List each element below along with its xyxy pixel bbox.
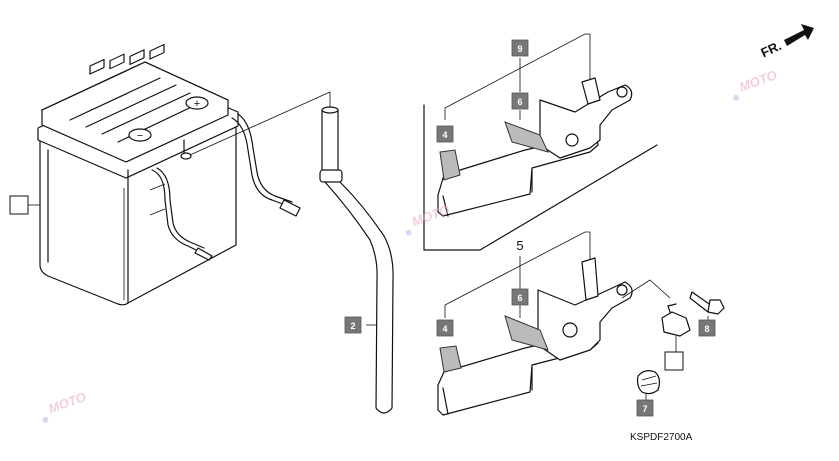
svg-text:9: 9	[517, 44, 522, 54]
callout-pad-upper: 6	[511, 92, 529, 110]
svg-text:7: 7	[642, 404, 647, 414]
bolt	[689, 291, 725, 320]
svg-text:MOTO: MOTO	[46, 389, 88, 416]
front-label: FR.	[758, 38, 783, 60]
svg-text:4: 4	[442, 324, 447, 334]
callout-pad-lower: 6	[511, 288, 529, 306]
svg-text:MOTO: MOTO	[410, 202, 452, 229]
svg-text:6: 6	[517, 97, 522, 107]
clip	[661, 303, 691, 352]
assembly-number: 5	[516, 238, 523, 253]
callout-holder: 9	[511, 39, 529, 57]
callout-band-lower: 4	[436, 319, 454, 337]
svg-text:−: −	[137, 130, 143, 142]
front-arrow-icon	[784, 24, 814, 46]
svg-text:6: 6	[517, 293, 522, 303]
watermark-logo-middle: MOTO	[405, 202, 452, 236]
svg-text:MOTO: MOTO	[737, 67, 779, 94]
battery: − +	[24, 43, 301, 306]
clip-empty-box	[664, 351, 684, 371]
front-direction-indicator: FR.	[758, 24, 814, 60]
callout-band-upper: 4	[436, 125, 454, 143]
svg-text:8: 8	[704, 324, 709, 334]
watermark-logo-top-right: MOTO	[733, 67, 779, 101]
battery-empty-box	[9, 195, 29, 215]
cap	[636, 370, 661, 400]
svg-text:4: 4	[442, 130, 447, 140]
watermark-logo-bottom-left: MOTO	[42, 389, 88, 423]
lower-holder	[437, 231, 671, 416]
callout-tube: 2	[344, 316, 362, 334]
breather-tube	[319, 106, 394, 414]
svg-text:2: 2	[350, 321, 355, 331]
tube-leader	[189, 91, 331, 156]
upper-holder	[423, 33, 658, 251]
svg-text:+: +	[194, 98, 200, 110]
callout-bolt: 8	[698, 319, 716, 337]
callout-cap: 7	[636, 399, 654, 417]
diagram-code: KSPDF2700A	[630, 432, 693, 443]
